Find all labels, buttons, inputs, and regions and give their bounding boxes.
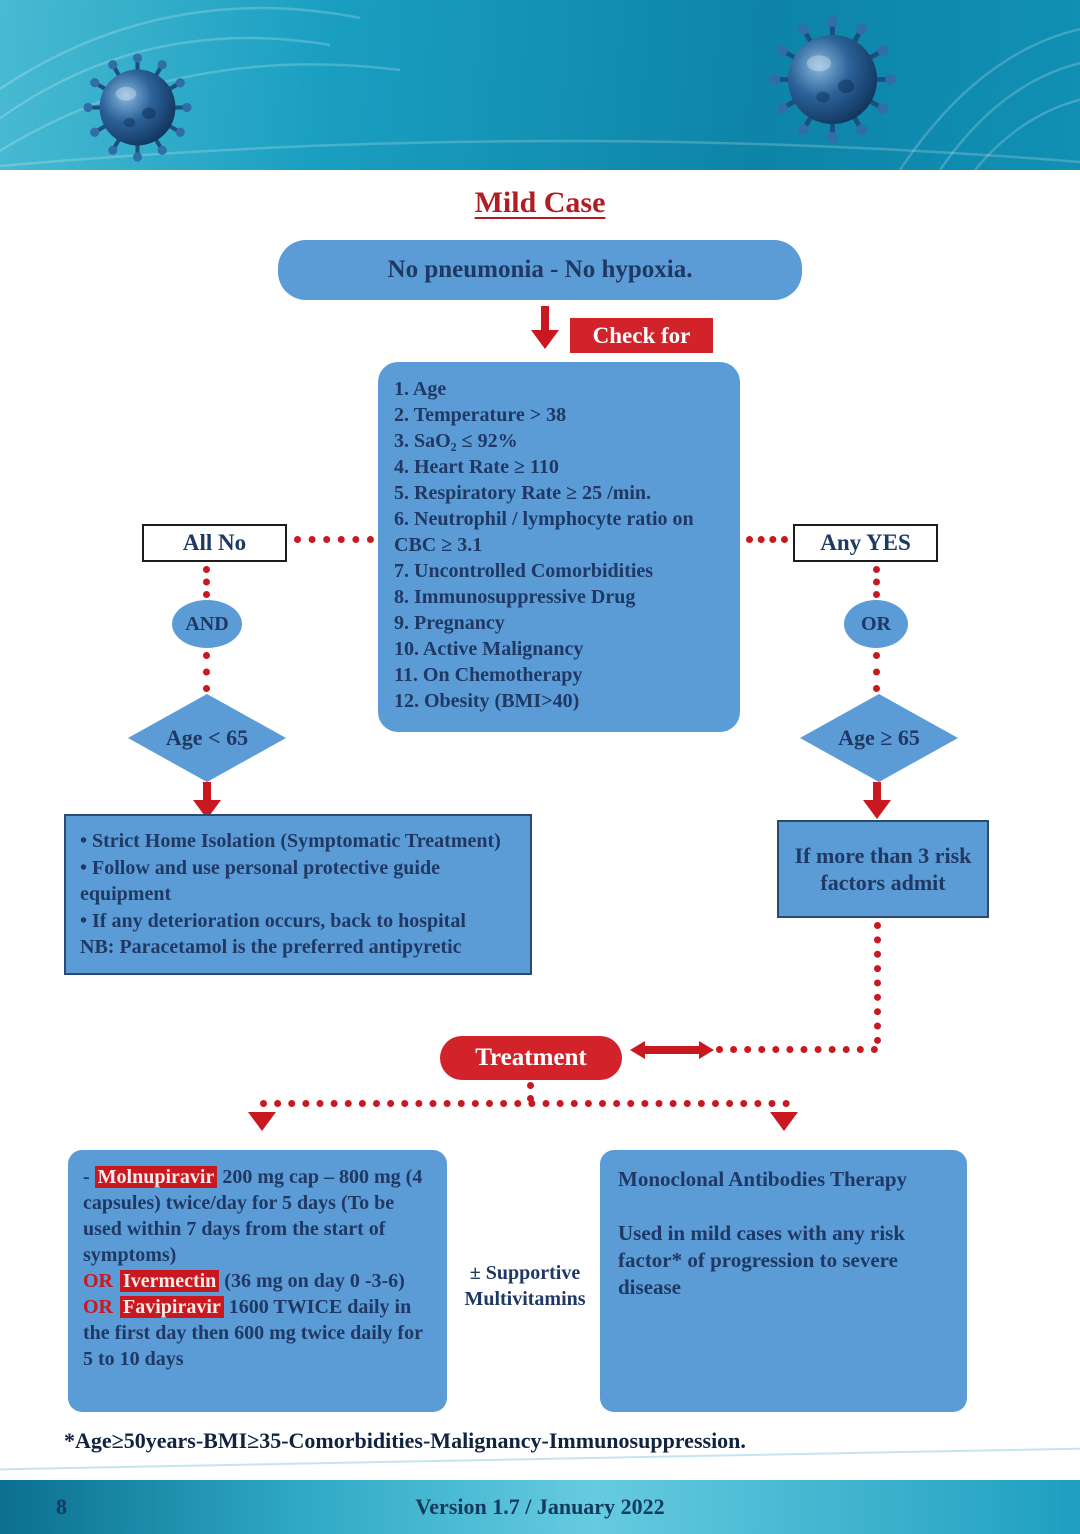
criteria-box: 1. Age 2. Temperature > 38 3. SaO₂ ≤ 92%… (378, 362, 740, 732)
dotted-connector (716, 1046, 878, 1053)
med-arrow-icon (248, 1112, 276, 1131)
dotted-connector (203, 652, 210, 692)
criteria-item: 11. On Chemotherapy (394, 664, 583, 686)
footnote: *Age≥50years-BMI≥35-Comorbidities-Malign… (64, 1428, 746, 1453)
footer-band: 8 Version 1.7 / January 2022 (0, 1480, 1080, 1534)
dotted-connector (873, 566, 880, 598)
page-number: 8 (56, 1494, 67, 1519)
drug-ivermectin: Ivermectin (120, 1270, 220, 1292)
dotted-connector (746, 536, 788, 543)
and-connector: AND (172, 600, 242, 648)
home-isolation-box: • Strict Home Isolation (Symptomatic Tre… (64, 814, 532, 975)
criteria-item: 9. Pregnancy (394, 612, 505, 634)
dotted-connector (203, 566, 210, 598)
mono-arrow-icon (770, 1112, 798, 1131)
treatment-arrow-right-icon (699, 1041, 714, 1059)
dotted-connector (294, 536, 374, 543)
gate-all-no: All No (142, 524, 287, 562)
monoclonal-box: Monoclonal Antibodies Therapy Used in mi… (600, 1150, 967, 1412)
criteria-item: 2. Temperature > 38 (394, 404, 567, 426)
criteria-item: 3. SaO₂ ≤ 92% (394, 430, 518, 452)
outcome-line: NB: Paracetamol is the preferred antipyr… (80, 936, 462, 958)
criteria-item: 4. Heart Rate ≥ 110 (394, 456, 559, 478)
dotted-connector (260, 1100, 790, 1107)
criteria-item: 1. Age (394, 378, 447, 400)
outcome-line: • If any deterioration occurs, back to h… (80, 909, 466, 932)
treatment-arrow-shaft (644, 1046, 700, 1054)
virus-icon-left (83, 53, 192, 162)
gate-any-yes: Any YES (793, 524, 938, 562)
or-label: OR (83, 1270, 113, 1292)
med-statement: OR Favipiravir 1600 TWICE daily in the fi… (83, 1294, 432, 1372)
dotted-connector (527, 1082, 534, 1102)
criteria-item: 12. Obesity (BMI>40) (394, 690, 580, 712)
or-connector: OR (844, 600, 908, 648)
monoclonal-body: Used in mild cases with any risk factor*… (618, 1221, 906, 1299)
drug-molnupiravir: Molnupiravir (94, 1166, 218, 1188)
criteria-item: 5. Respiratory Rate ≥ 25 /min. (394, 482, 652, 504)
drug-favipiravir: Favipiravir (120, 1296, 224, 1318)
start-box: No pneumonia - No hypoxia. (278, 240, 802, 300)
med-text: - (83, 1166, 95, 1188)
criteria-item: 8. Immunosuppressive Drug (394, 586, 636, 608)
treatment-arrow-left-icon (630, 1041, 645, 1059)
criteria-item: 10. Active Malignancy (394, 638, 584, 660)
virus-icon-right (769, 16, 896, 143)
decision-age-ge-65: Age ≥ 65 (800, 694, 958, 782)
medication-box: - Molnupiravir 200 mg cap – 800 mg (4 ca… (68, 1150, 447, 1412)
monoclonal-title: Monoclonal Antibodies Therapy (618, 1167, 907, 1191)
or-label: OR (83, 1296, 113, 1318)
right-arrow-shaft (873, 782, 881, 802)
check-for-label: Check for (570, 318, 713, 353)
check-arrow-icon (531, 330, 559, 349)
treatment-pill: Treatment (440, 1036, 622, 1080)
med-statement: - Molnupiravir 200 mg cap – 800 mg (4 ca… (83, 1164, 432, 1268)
version-label: Version 1.7 / January 2022 (415, 1494, 665, 1519)
admit-box: If more than 3 risk factors admit (777, 820, 989, 918)
med-text: (36 mg on day 0 -3-6) (219, 1270, 405, 1292)
outcome-line: • Follow and use personal protective gui… (80, 856, 440, 906)
med-text: 200 mg cap – 800 mg (4 capsules) twice/d… (83, 1166, 423, 1266)
dotted-connector (873, 652, 880, 692)
decision-age-lt-65: Age < 65 (128, 694, 286, 782)
header-decoration (0, 6, 1080, 171)
outcome-line: • Strict Home Isolation (Symptomatic Tre… (80, 830, 501, 852)
check-arrow-shaft (541, 306, 549, 332)
page-title: Mild Case (474, 186, 606, 219)
left-arrow-shaft (203, 782, 211, 802)
dotted-connector (874, 922, 881, 1044)
criteria-item: 7. Uncontrolled Comorbidities (394, 560, 654, 582)
med-statement: OR Ivermectin (36 mg on day 0 -3-6) (83, 1268, 432, 1294)
criteria-item: 6. Neutrophil / lymphocyte ratio on CBC … (394, 508, 694, 556)
med-text: 1600 TWICE daily in the first day then 6… (83, 1296, 423, 1370)
supportive-note: ± Supportive Multivitamins (464, 1262, 586, 1310)
right-arrow-icon (863, 800, 891, 819)
